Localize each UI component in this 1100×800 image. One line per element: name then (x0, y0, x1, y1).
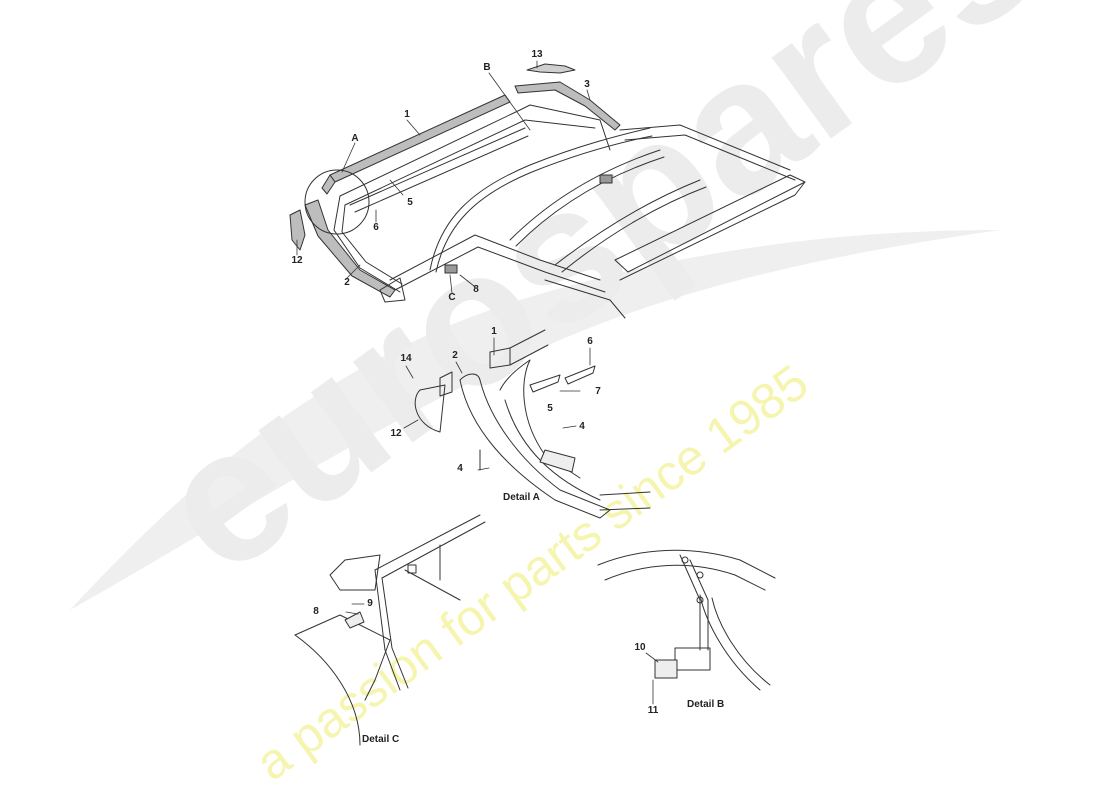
detail-a-callout-12[interactable]: 12 (390, 428, 402, 439)
detail-b-callout-10[interactable]: 10 (634, 642, 646, 653)
detail-a-callout-4-lower[interactable]: 4 (457, 463, 463, 474)
main-view-frame (289, 63, 806, 319)
detail-a-callout-1[interactable]: 1 (491, 326, 497, 337)
detail-a-callout-7[interactable]: 7 (595, 386, 601, 397)
detail-a-callout-2[interactable]: 2 (452, 350, 458, 361)
detail-a-callout-14[interactable]: 14 (400, 353, 412, 364)
callout-8[interactable]: 8 (473, 284, 479, 295)
callout-3[interactable]: 3 (584, 79, 590, 90)
callout-1[interactable]: 1 (404, 109, 410, 120)
callout-b[interactable]: B (483, 62, 491, 73)
detail-a-callout-5[interactable]: 5 (547, 403, 553, 414)
detail-c-callout-8[interactable]: 8 (313, 606, 319, 617)
detail-b-drawing (597, 549, 776, 691)
callout-12[interactable]: 12 (291, 255, 303, 266)
detail-c-title: Detail C (362, 734, 400, 745)
detail-a-callout-4-upper[interactable]: 4 (579, 421, 585, 432)
detail-a-callout-6[interactable]: 6 (587, 336, 593, 347)
callout-5[interactable]: 5 (407, 197, 413, 208)
callout-c[interactable]: C (448, 292, 456, 303)
callout-13[interactable]: 13 (531, 49, 543, 60)
detail-b-title: Detail B (687, 699, 725, 710)
detail-c-callout-9[interactable]: 9 (367, 598, 373, 609)
callout-2[interactable]: 2 (344, 277, 350, 288)
detail-a-drawing (414, 329, 651, 519)
callout-a[interactable]: A (351, 133, 359, 144)
detail-c-drawing (294, 514, 486, 746)
callout-6[interactable]: 6 (373, 222, 379, 233)
detail-a-title: Detail A (503, 492, 540, 503)
detail-b-callout-11[interactable]: 11 (647, 705, 659, 716)
leader-lines (296, 60, 659, 705)
